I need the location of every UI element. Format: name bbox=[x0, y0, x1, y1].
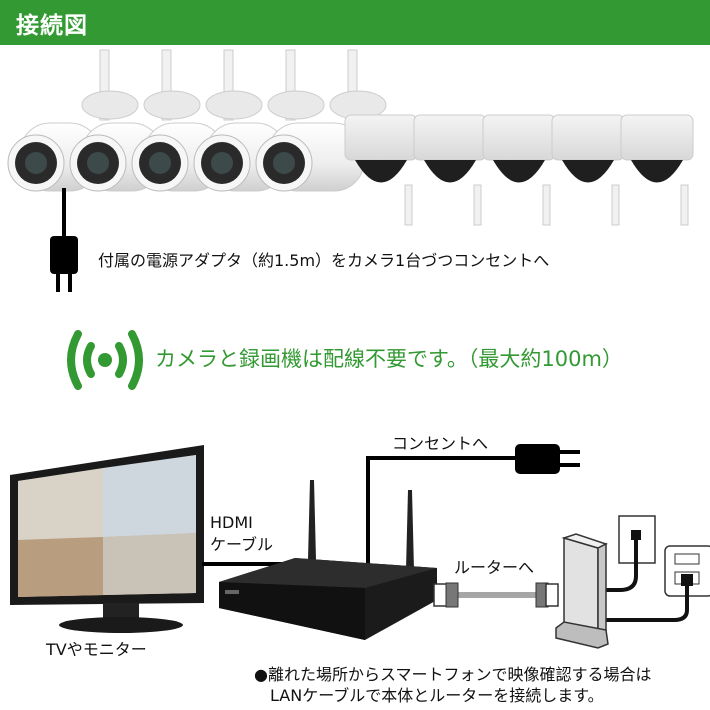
power-plug-icon bbox=[515, 444, 580, 474]
adapter-caption: 付属の電源アダプタ（約1.5m）をカメラ1台づつコンセントへ bbox=[98, 251, 550, 270]
page-title: 接続図 bbox=[16, 13, 88, 39]
hdmi-cable-label: HDMI ケーブル bbox=[210, 512, 273, 556]
hdmi-cable-line bbox=[202, 562, 292, 566]
cameras-illustration bbox=[7, 49, 694, 226]
bullet-camera-group bbox=[7, 49, 387, 192]
outlet-label: コンセントへ bbox=[392, 434, 489, 453]
lan-cable-icon bbox=[433, 582, 559, 608]
smartphone-note: ●離れた場所からスマートフォンで映像確認する場合は LANケーブルで本体とルータ… bbox=[254, 664, 651, 706]
power-cable-horizontal bbox=[366, 456, 522, 460]
power-adapter-icon bbox=[50, 188, 78, 292]
router-illustration bbox=[555, 515, 710, 649]
header-bar: 接続図 bbox=[0, 0, 710, 45]
power-cable-vertical bbox=[366, 456, 370, 566]
note-line1: ●離れた場所からスマートフォンで映像確認する場合は bbox=[254, 665, 652, 684]
wireless-signal-icon bbox=[67, 330, 143, 390]
hdmi-label-line2: ケーブル bbox=[210, 535, 274, 554]
wireless-caption: カメラと録画機は配線不要です。（最大約100m） bbox=[155, 347, 623, 371]
dome-camera-group bbox=[344, 114, 694, 226]
note-line2: LANケーブルで本体とルーターを接続します。 bbox=[270, 686, 604, 705]
tv-monitor-label: TVやモニター bbox=[46, 640, 147, 659]
monitor-illustration bbox=[10, 445, 204, 633]
router-label: ルーターへ bbox=[454, 558, 535, 577]
hdmi-label-line1: HDMI bbox=[210, 513, 253, 532]
nvr-recorder-illustration bbox=[219, 480, 437, 640]
